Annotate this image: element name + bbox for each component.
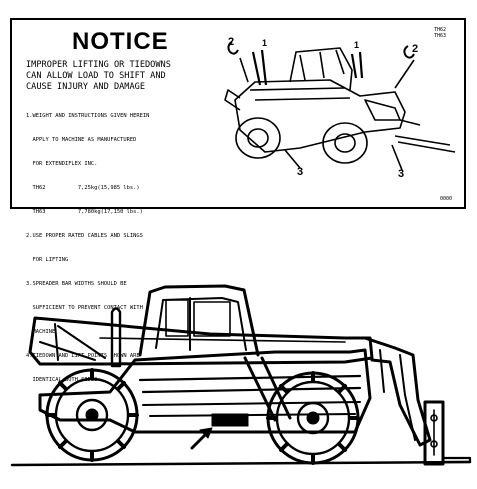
instruction-line: 3.SPREADER BAR WIDTHS SHOULD BE <box>26 281 127 287</box>
fork-tine <box>441 456 472 464</box>
warning-text: IMPROPER LIFTING OR TIEDOWNS CAN ALLOW L… <box>26 60 226 93</box>
callout-sling-left: 1 <box>262 38 268 48</box>
fork-carriage <box>423 400 445 466</box>
callout-lift-point-left: 2 <box>228 36 235 48</box>
rear-wheel <box>45 368 139 462</box>
instruction-line: FOR EXTENDIFLEX INC. <box>26 161 98 167</box>
warning-line: CAUSE INJURY AND DAMAGE <box>26 82 145 92</box>
chassis-outline <box>38 348 372 434</box>
callout-tiedown-left: 3 <box>297 166 304 178</box>
instruction-line: TH63 7,780kg(17,150 lbs.) <box>26 209 143 215</box>
instruction-line: 2.USE PROPER RATED CABLES AND SLINGS <box>26 233 143 239</box>
instruction-line: TH62 7,25kg(15,985 lbs.) <box>26 185 140 191</box>
ground-line <box>10 460 472 467</box>
instruction-text: 1.WEIGHT AND INSTRUCTIONS GIVEN HEREIN A… <box>26 96 226 400</box>
instruction-line: MACHINE <box>26 329 56 335</box>
warning-line: CAN ALLOW LOAD TO SHIFT AND <box>26 71 166 81</box>
decal-machine-illustration <box>224 41 456 171</box>
decal-part-number: 0000 <box>440 196 453 202</box>
notice-decal: NOTICE IMPROPER LIFTING OR TIEDOWNS CAN … <box>0 0 477 383</box>
notice-title: NOTICE <box>72 28 169 55</box>
cab-outline <box>138 284 260 357</box>
decal-location-marker <box>211 413 249 427</box>
exhaust-stack <box>110 307 122 368</box>
callout-tiedown-right: 3 <box>398 168 405 180</box>
instruction-line: APPLY TO MACHINE AS MANUFACTURED <box>26 137 137 143</box>
callout-sling-right: 1 <box>354 40 360 50</box>
instruction-line: 1.WEIGHT AND INSTRUCTIONS GIVEN HEREIN <box>26 113 150 119</box>
callout-lift-point-right: 2 <box>412 43 419 55</box>
instruction-line: FOR LIFTING <box>26 257 69 263</box>
instruction-line: 4.TIEDOWN AND LIFT POINTS SHOWN ARE <box>26 353 140 359</box>
corner-model-code: TH62 TH63 <box>434 27 447 39</box>
warning-line: IMPROPER LIFTING OR TIEDOWNS <box>26 60 171 70</box>
boom <box>28 316 374 366</box>
boom-head <box>363 336 432 447</box>
front-wheel <box>266 371 360 465</box>
